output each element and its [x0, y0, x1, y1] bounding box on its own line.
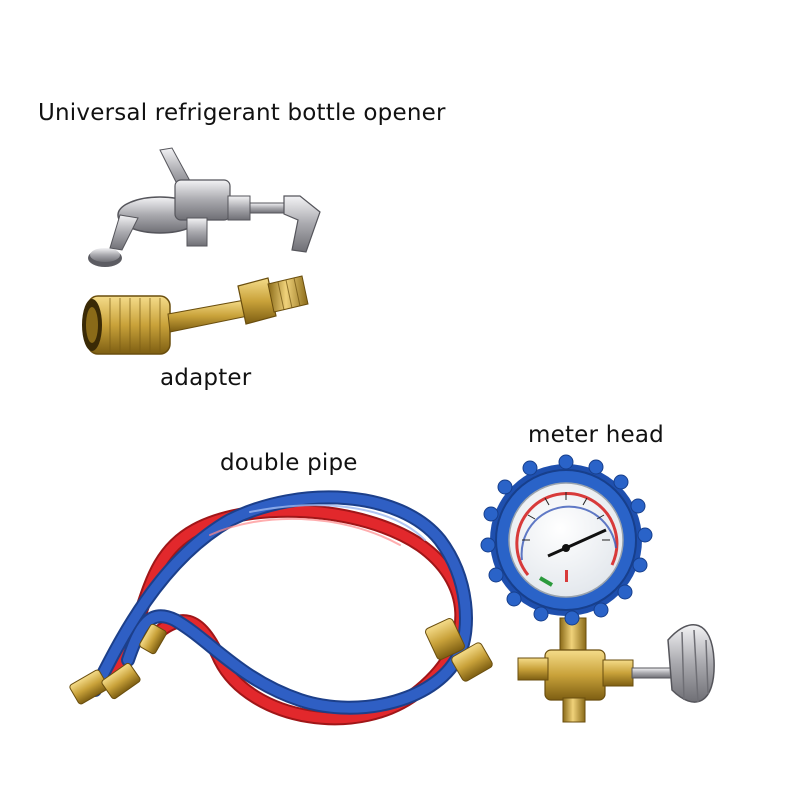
meter-head-image	[480, 454, 715, 723]
adapter-label: adapter	[160, 365, 252, 391]
double-pipe-image	[88, 490, 473, 726]
hose-fittings	[69, 618, 493, 705]
bottle-opener-image	[88, 147, 321, 267]
adapter-image	[82, 275, 309, 355]
bottle-opener-label: Universal refrigerant bottle opener	[38, 100, 446, 126]
double-pipe-label: double pipe	[220, 450, 358, 476]
meter-head-label: meter head	[528, 422, 664, 448]
